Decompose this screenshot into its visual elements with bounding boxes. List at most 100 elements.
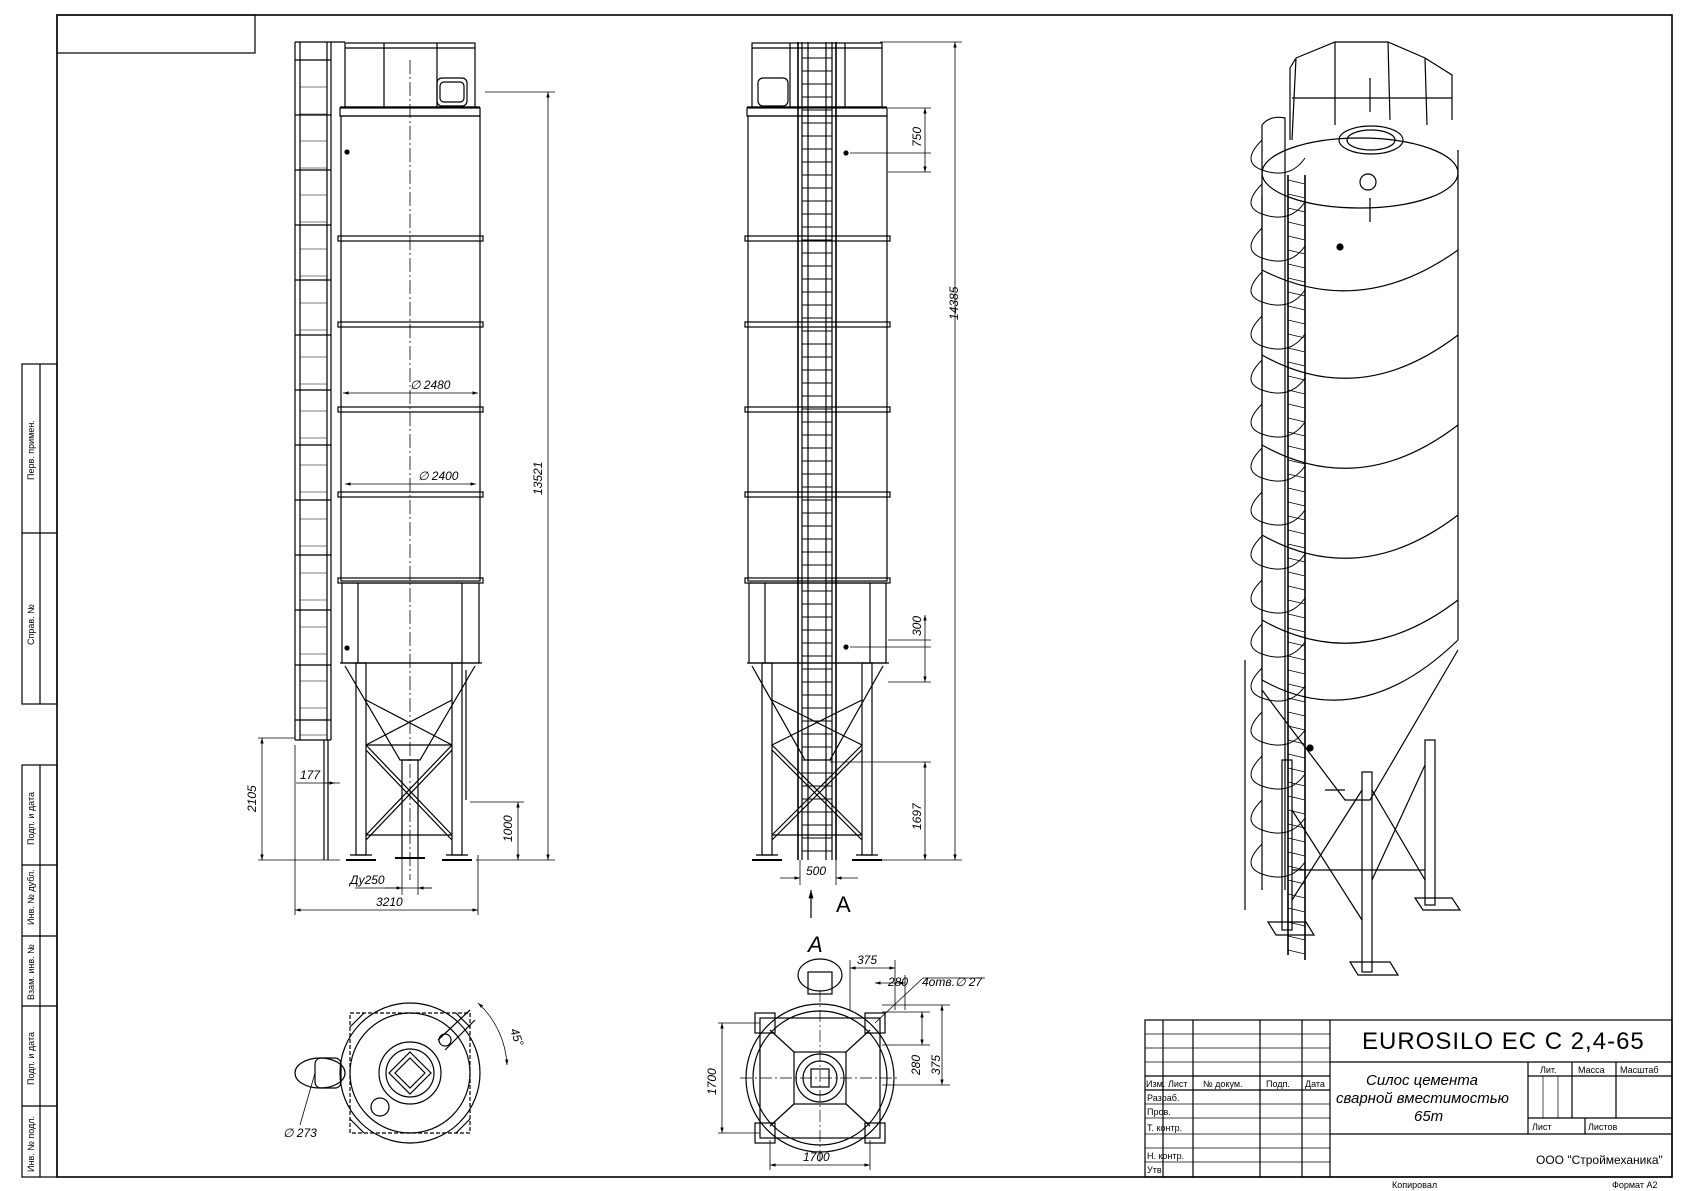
dim-1700-vertical: 1700: [705, 1068, 719, 1095]
iso-legs: [1244, 660, 1462, 976]
ladder-rung: [1287, 627, 1306, 633]
ladder-rung: [1287, 375, 1306, 381]
ladder-rung: [1287, 487, 1306, 493]
cage-hoop: [1250, 183, 1306, 218]
label-lit: Лит.: [1540, 1065, 1557, 1075]
iso-cage-ladder: [1261, 116, 1306, 960]
plan-left-flange: [349, 1012, 471, 1134]
side-ladder-rungs: [802, 57, 832, 852]
ladder-rung: [1287, 529, 1306, 535]
cage-hoop: [1250, 491, 1306, 526]
ladder-rung: [1287, 949, 1306, 955]
label-inv-dubl: Инв. № дубл.: [26, 869, 36, 925]
ladder-rung: [1287, 739, 1306, 745]
ladder-rung: [1287, 249, 1306, 255]
dim-1697: 1697: [910, 802, 924, 830]
cage-hoop: [1250, 579, 1306, 614]
dim-500: 500: [806, 864, 826, 878]
side-silo-rings: [744, 235, 891, 584]
ladder-rung: [1287, 655, 1306, 661]
drawing-name-line1: Силос цемента: [1366, 1072, 1478, 1089]
front-ladder: [294, 41, 345, 860]
ladder-rung: [1287, 585, 1306, 591]
ladder-rung: [1287, 179, 1306, 185]
label-massa: Масса: [1578, 1065, 1605, 1075]
ladder-rung: [1287, 473, 1306, 479]
side-stamp: [21, 363, 58, 1178]
dim-280-side: 280: [909, 1055, 923, 1076]
row-nkontr: Н. контр.: [1147, 1151, 1184, 1161]
col-data: Дата: [1305, 1079, 1325, 1089]
label-podp-data-1: Подп. и дата: [26, 792, 36, 845]
col-ndoc: № докум.: [1203, 1079, 1243, 1089]
dim-d2480: ∅ 2480: [410, 378, 451, 392]
view-a-title: A: [806, 932, 823, 957]
ladder-rung: [1287, 907, 1306, 913]
ladder-rung: [1287, 865, 1306, 871]
side-dimension-labels: 14385 750 300 1697 500: [806, 127, 961, 878]
dim-d2400: ∅ 2400: [418, 469, 459, 483]
ladder-rung: [1287, 935, 1306, 941]
cage-hoop: [1250, 227, 1306, 262]
front-dimension-labels: ∅ 2480 ∅ 2400 13521 2105 177 1000 Ду250 …: [245, 378, 545, 909]
label-podp-data-2: Подп. и дата: [26, 1032, 36, 1085]
label-masshtab: Масштаб: [1620, 1065, 1659, 1075]
label-list: Лист: [1532, 1122, 1552, 1132]
ladder-rung: [1287, 221, 1306, 227]
ladder-rung: [1287, 389, 1306, 395]
col-podp: Подп.: [1266, 1079, 1290, 1089]
col-izm: Изм.: [1146, 1079, 1165, 1089]
ladder-rung: [1287, 809, 1306, 815]
front-bracing: [365, 699, 453, 841]
ladder-rung: [1287, 417, 1306, 423]
plan-view-left: [294, 1002, 509, 1144]
ladder-rung: [1287, 403, 1306, 409]
plan-left-labels: 45° ∅ 273: [283, 1026, 527, 1140]
label-listov: Листов: [1588, 1122, 1617, 1132]
drawing-designation: EUROSILO EC C 2,4-65: [1362, 1028, 1645, 1055]
cage-hoop: [1250, 623, 1306, 658]
front-ladder-rungs: [295, 59, 331, 736]
ladder-rung: [1287, 557, 1306, 563]
isometric-view: [1244, 41, 1462, 976]
view-arrow-label-a: A: [836, 892, 851, 917]
company-name: ООО "Строймеханика": [1536, 1153, 1663, 1167]
cage-hoop: [1250, 667, 1306, 702]
front-silo-rings: [337, 235, 484, 584]
ladder-rung: [1287, 823, 1306, 829]
ladder-rung: [1287, 795, 1306, 801]
dim-14385: 14385: [947, 286, 961, 320]
dim-375-top: 375: [857, 953, 877, 967]
cage-hoop: [1250, 271, 1306, 306]
ladder-rung: [1287, 767, 1306, 773]
ladder-rung: [1287, 837, 1306, 843]
cage-hoop: [1250, 535, 1306, 570]
side-stamp-labels: Перв. примен. Справ. № Подп. и дата Инв.…: [26, 420, 36, 1172]
ladder-rung: [1287, 459, 1306, 465]
dim-375-side: 375: [929, 1055, 943, 1075]
dim-280-top: 280: [887, 975, 908, 989]
ladder-rung: [1287, 599, 1306, 605]
dim-750: 750: [910, 127, 924, 147]
label-inv-podl: Инв. № подл.: [26, 1116, 36, 1172]
ladder-rung: [1287, 641, 1306, 647]
ladder-rung: [1287, 571, 1306, 577]
dim-300: 300: [910, 616, 924, 636]
sheet-frame: [56, 14, 1673, 1178]
ladder-rung: [1287, 193, 1306, 199]
title-block: [1144, 1019, 1673, 1178]
dim-holes: 4отв.∅ 27: [922, 975, 983, 989]
front-silo-shell: [340, 115, 481, 582]
dim-1700-horizontal: 1700: [803, 1150, 830, 1164]
ladder-rung: [1287, 333, 1306, 339]
front-leg-left: [355, 662, 367, 856]
front-dimensions: [258, 91, 555, 915]
side-dimensions: [780, 41, 962, 918]
label-sprav-nomer: Справ. №: [26, 604, 36, 645]
ladder-rung: [1287, 235, 1306, 241]
dim-1000: 1000: [501, 815, 515, 842]
label-format: Формат А2: [1612, 1180, 1657, 1190]
col-list: Лист: [1168, 1079, 1188, 1089]
cage-hoop: [1250, 403, 1306, 438]
